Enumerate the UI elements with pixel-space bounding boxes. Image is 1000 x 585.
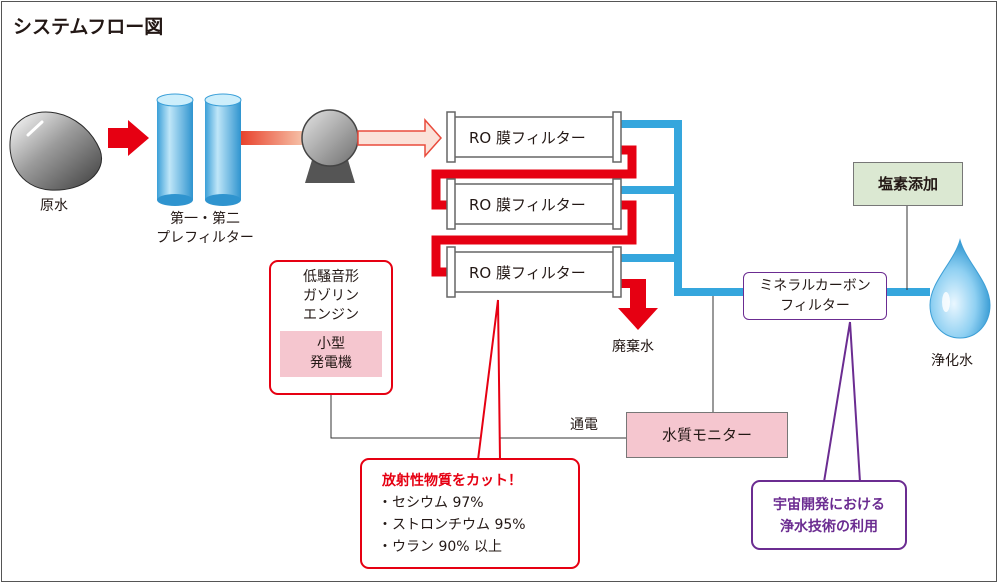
space-tech-line2: 浄水技術の利用 bbox=[780, 519, 878, 535]
prefilter-label: 第一・第二 プレフィルター bbox=[150, 210, 260, 248]
engine-line3: エンジン bbox=[303, 307, 359, 323]
prefilter-icon bbox=[156, 93, 242, 206]
space-tech-line1: 宇宙開発における bbox=[773, 497, 885, 513]
ro-filter-2-label: RO 膜フィルター bbox=[469, 196, 586, 214]
connection-lines bbox=[330, 206, 908, 439]
ro-filter-3-label: RO 膜フィルター bbox=[469, 264, 586, 282]
small-generator-box: 小型 発電機 bbox=[280, 331, 382, 377]
pure-water-drop-icon bbox=[929, 238, 991, 339]
radioactive-callout-pointer bbox=[476, 299, 502, 461]
radioactive-item-cesium: ・セシウム 97% bbox=[378, 495, 484, 511]
prefilter-label-line2: プレフィルター bbox=[156, 230, 254, 246]
engine-line1: 低騒音形 bbox=[303, 269, 359, 285]
waste-water-label: 廃棄水 bbox=[612, 339, 654, 355]
radioactive-callout: 放射性物質をカット！ ・セシウム 97% ・ストロンチウム 95% ・ウラン 9… bbox=[360, 458, 580, 569]
small-generator-line1: 小型 bbox=[317, 336, 345, 352]
pure-water-label: 浄化水 bbox=[931, 353, 973, 369]
radioactive-headline: 放射性物質をカット！ bbox=[382, 473, 522, 489]
chlorine-label: 塩素添加 bbox=[877, 175, 938, 193]
power-label: 通電 bbox=[570, 417, 598, 433]
water-monitor-label: 水質モニター bbox=[661, 426, 752, 444]
pure-output-piping bbox=[620, 120, 930, 296]
generator-box: 低騒音形 ガゾリン エンジン 小型 発電機 bbox=[269, 260, 393, 395]
radioactive-item-uranium: ・ウラン 90% 以上 bbox=[378, 539, 503, 555]
diagram-title: システムフロー図 bbox=[13, 16, 164, 38]
space-tech-callout-pointer bbox=[822, 321, 862, 483]
ro-filter-1-housing bbox=[446, 111, 622, 163]
ro-filter-1-label: RO 膜フィルター bbox=[469, 129, 586, 147]
ro-filter-2-housing bbox=[446, 178, 622, 230]
pump-icon bbox=[301, 109, 359, 183]
pipe-to-pump bbox=[241, 131, 303, 145]
space-tech-callout: 宇宙開発における 浄水技術の利用 bbox=[751, 480, 907, 550]
mineral-filter-line2: フィルター bbox=[780, 298, 850, 314]
radioactive-item-strontium: ・ストロンチウム 95% bbox=[378, 517, 526, 533]
raw-water-label: 原水 bbox=[40, 198, 68, 214]
chlorine-box: 塩素添加 bbox=[853, 162, 963, 206]
engine-line2: ガゾリン bbox=[303, 288, 359, 304]
ro-feed-piping bbox=[431, 145, 637, 277]
pump-to-ro-arrow bbox=[357, 118, 443, 158]
small-generator-line2: 発電機 bbox=[310, 355, 352, 371]
ro-filter-3-housing bbox=[446, 246, 622, 298]
waste-water-arrow bbox=[618, 285, 658, 330]
inflow-arrow bbox=[108, 120, 149, 156]
raw-water-icon bbox=[9, 111, 102, 191]
mineral-filter-line1: ミネラルカーボン bbox=[759, 278, 871, 294]
water-monitor-box: 水質モニター bbox=[626, 412, 788, 458]
mineral-filter-box: ミネラルカーボン フィルター bbox=[743, 272, 887, 320]
prefilter-label-line1: 第一・第二 bbox=[170, 211, 240, 227]
